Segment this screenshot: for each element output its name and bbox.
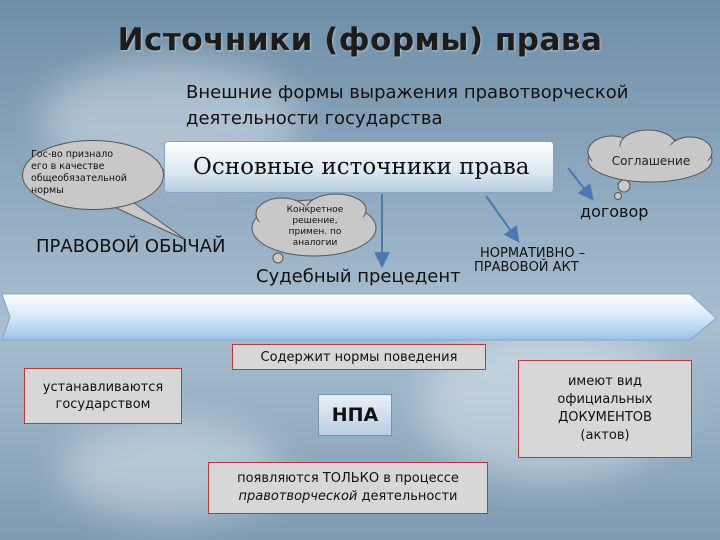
bubble-line: Гос-во признало: [31, 149, 114, 160]
concrete-text: Конкретное решение, примен. по аналогии: [287, 205, 344, 249]
established-box: устанавливаются государством: [24, 368, 182, 424]
arrow-to-contract: [567, 167, 594, 201]
bubble-line: его в качестве: [31, 161, 105, 172]
concrete-line: аналогии: [292, 238, 338, 248]
concrete-line: Конкретное: [286, 205, 344, 215]
documents-line: (актов): [580, 428, 630, 443]
subtitle: Внешние формы выражения правотворческой …: [186, 80, 686, 132]
recognition-bubble: Гос-во признало его в качестве общеобяза…: [22, 140, 164, 210]
established-line: устанавливаются: [42, 380, 164, 395]
normative-act-label: НОРМАТИВНО – ПРАВОВОЙ АКТ: [474, 244, 585, 278]
appear-text-italic: правотворческой: [238, 489, 358, 504]
appear-text: ТОЛЬКО: [322, 471, 380, 486]
arrow-to-normative: [485, 195, 520, 243]
appear-box: появляются ТОЛЬКО в процессе правотворче…: [208, 462, 488, 514]
concrete-decision-cloud: Конкретное решение, примен. по аналогии: [248, 193, 382, 261]
main-sources-box: Основные источники права: [164, 141, 554, 193]
agreement-cloud: Соглашение: [584, 136, 718, 186]
contains-norms-box: Содержит нормы поведения: [232, 344, 486, 370]
documents-line: официальных: [557, 392, 653, 407]
appear-text: в процессе: [379, 471, 459, 486]
appear-text: появляются: [237, 471, 323, 486]
contract-label: договор: [580, 202, 649, 221]
concrete-cloud-shape: [251, 193, 377, 264]
agreement-cloud-shape: [587, 129, 713, 200]
documents-box: имеют вид официальных ДОКУМЕНТОВ (актов): [518, 360, 692, 458]
subtitle-line: Внешние формы выражения правотворческой: [186, 82, 629, 103]
concrete-line: решение,: [292, 216, 338, 226]
subtitle-line: деятельности государства: [186, 108, 443, 129]
normative-line: НОРМАТИВНО –: [480, 246, 586, 261]
agreement-label: Соглашение: [611, 154, 691, 168]
appear-line-2: правотворческой деятельности: [239, 488, 458, 506]
normative-line: ПРАВОВОЙ АКТ: [474, 260, 579, 275]
band-arrow: [1, 293, 717, 341]
npa-box: НПА: [318, 394, 392, 436]
legal-custom-label: ПРАВОВОЙ ОБЫЧАЙ: [36, 236, 226, 257]
precedent-label: Судебный прецедент: [256, 266, 461, 287]
appear-line-1: появляются ТОЛЬКО в процессе: [237, 470, 459, 488]
documents-line: имеют вид: [567, 374, 642, 389]
established-line: государством: [55, 397, 151, 412]
bubble-line: общеобязательной: [31, 173, 127, 184]
concrete-line: примен. по: [288, 227, 342, 237]
appear-text: деятельности: [357, 489, 458, 504]
bubble-line: нормы: [31, 185, 64, 196]
documents-line: ДОКУМЕНТОВ: [558, 410, 652, 425]
page-title: Источники (формы) права: [117, 22, 603, 58]
